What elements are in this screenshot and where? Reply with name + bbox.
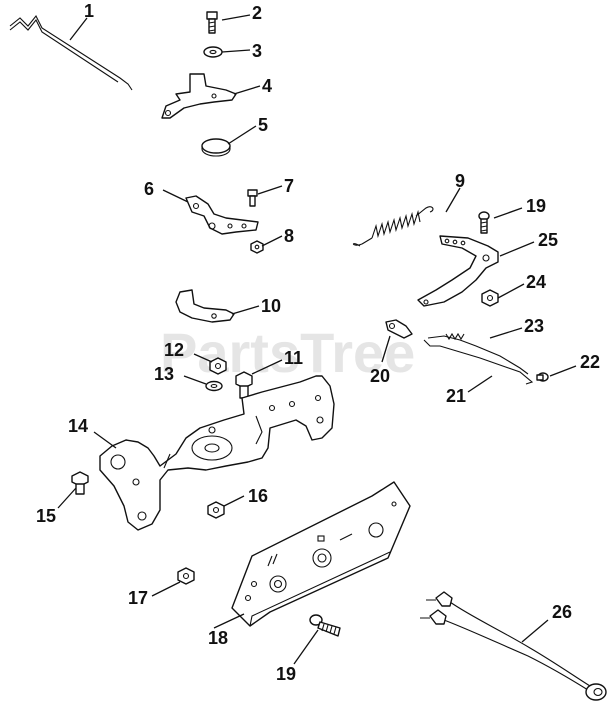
callout-19-lower: 19 xyxy=(276,664,296,684)
callout-22: 22 xyxy=(580,352,600,372)
callout-17: 17 xyxy=(128,588,148,608)
part-25-lever-plate xyxy=(417,235,499,307)
callout-16: 16 xyxy=(248,486,268,506)
part-15-screw xyxy=(71,471,89,495)
part-1-governor-rod xyxy=(9,14,133,91)
callout-23: 23 xyxy=(524,316,544,336)
callout-15: 15 xyxy=(36,506,56,526)
callout-11: 11 xyxy=(284,348,303,368)
part-14-control-bracket xyxy=(99,375,335,531)
part-8-nut xyxy=(250,240,264,254)
callout-6: 6 xyxy=(144,179,154,199)
callout-5: 5 xyxy=(258,115,268,135)
callout-4: 4 xyxy=(262,76,272,96)
part-12-nut xyxy=(209,357,227,375)
part-17-nut xyxy=(177,567,195,585)
callout-10: 10 xyxy=(261,296,281,316)
callout-1: 1 xyxy=(84,1,94,21)
part-11-bolt xyxy=(235,371,253,399)
callout-labels: 1 2 3 4 5 6 7 8 9 19 25 10 24 23 12 11 1… xyxy=(36,1,600,684)
callout-19-upper: 19 xyxy=(526,196,546,216)
part-5-disc xyxy=(201,138,231,157)
part-23-cable xyxy=(427,332,529,375)
callout-13: 13 xyxy=(154,364,174,384)
part-4-bracket xyxy=(161,73,237,119)
part-19-screw-upper xyxy=(478,211,490,234)
callout-7: 7 xyxy=(284,176,294,196)
callout-12: 12 xyxy=(164,340,184,360)
part-26-wire-harness xyxy=(420,591,607,701)
part-22-screw xyxy=(536,372,549,382)
callout-21: 21 xyxy=(446,386,466,406)
leader-lines xyxy=(57,14,577,665)
part-18-panel-plate xyxy=(231,481,411,627)
callout-26: 26 xyxy=(552,602,572,622)
part-2-screw xyxy=(206,11,218,34)
part-6-lever xyxy=(185,195,259,235)
part-9-spring xyxy=(352,206,434,247)
part-7-screw xyxy=(247,189,258,207)
part-3-washer xyxy=(203,46,223,58)
part-10-plate xyxy=(175,289,235,323)
part-19-screw-lower xyxy=(309,614,341,637)
watermark: PartsTree xyxy=(160,321,415,384)
callout-25: 25 xyxy=(538,230,558,250)
callout-18: 18 xyxy=(208,628,228,648)
callout-20: 20 xyxy=(370,366,390,386)
part-20-clip xyxy=(385,319,413,339)
callout-8: 8 xyxy=(284,226,294,246)
part-21-rod xyxy=(423,339,534,385)
callout-3: 3 xyxy=(252,41,262,61)
part-16-nut xyxy=(207,501,225,519)
part-13-washer xyxy=(205,380,223,392)
callout-24: 24 xyxy=(526,272,546,292)
callout-14: 14 xyxy=(68,416,88,436)
part-24-nut xyxy=(481,289,499,307)
callout-2: 2 xyxy=(252,3,262,23)
callout-9: 9 xyxy=(455,171,465,191)
